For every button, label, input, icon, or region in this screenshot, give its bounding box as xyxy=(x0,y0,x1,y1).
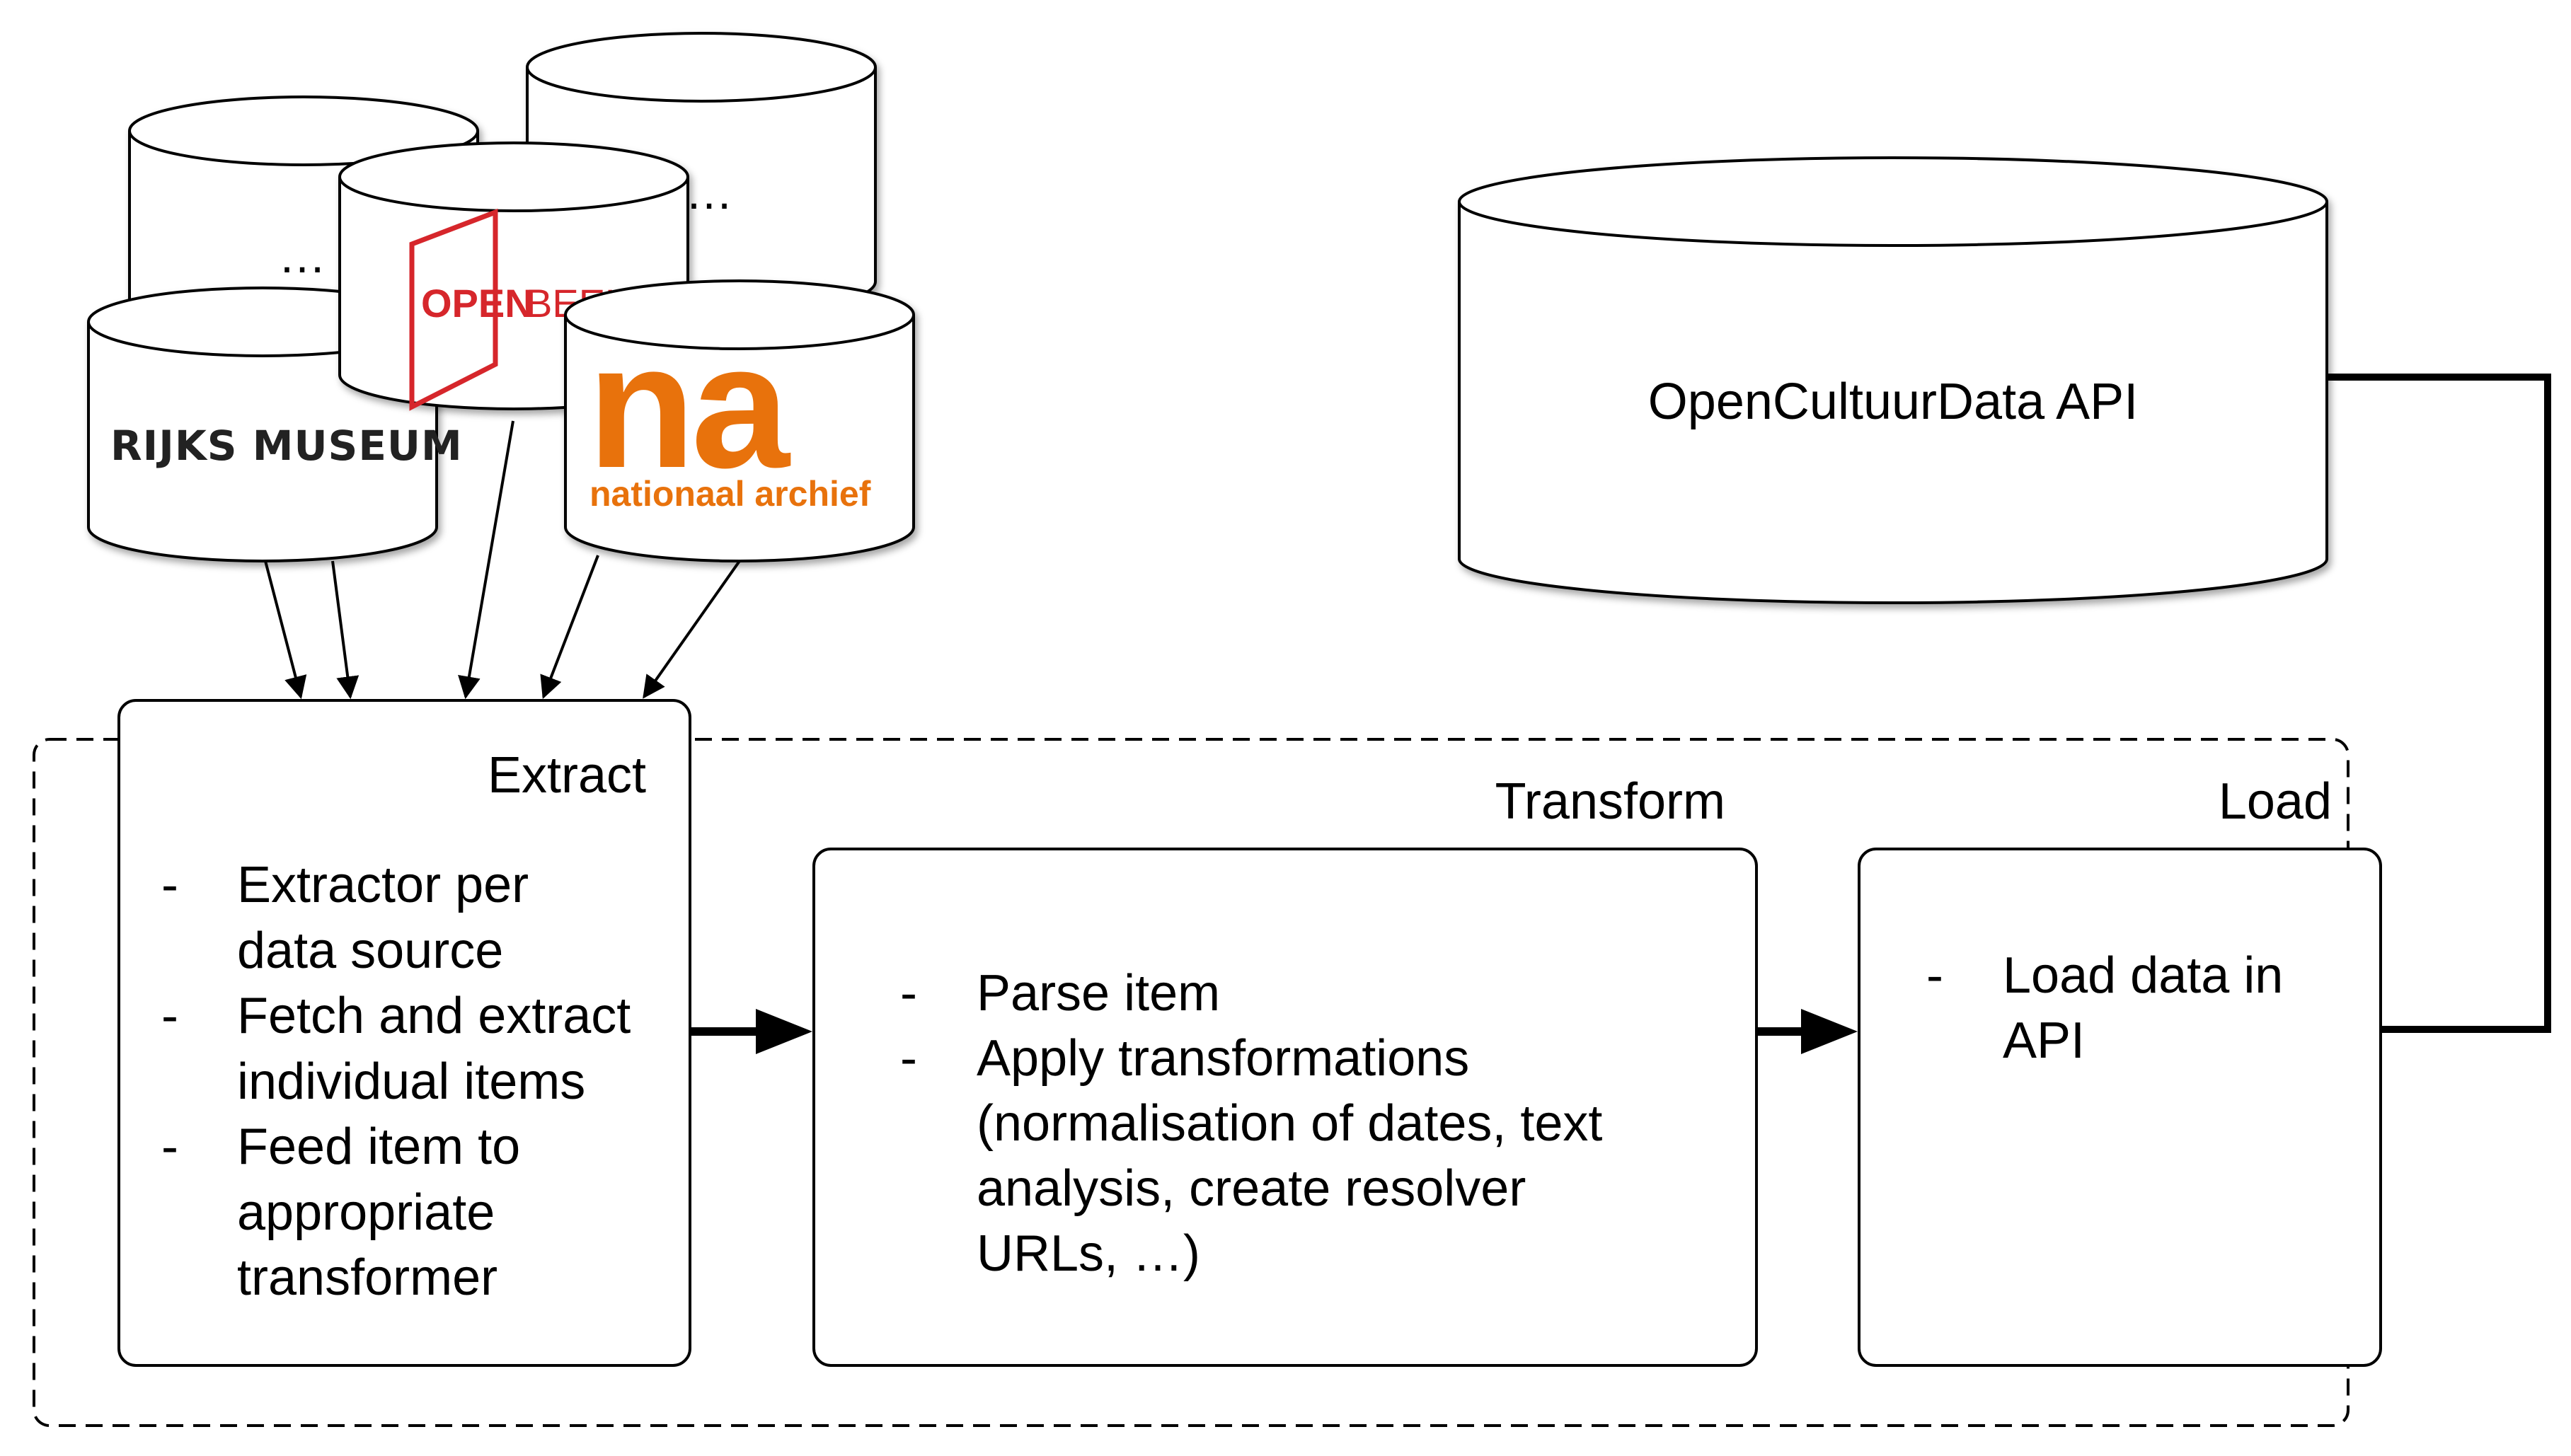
arrow-na-2 xyxy=(643,560,741,699)
nationaal-archief-mark: na xyxy=(587,307,791,504)
api-label: OpenCultuurData API xyxy=(1648,374,2138,430)
extract-list: - Extractor per data source - Fetch and … xyxy=(161,857,631,1306)
transform-item-line: URLs, …) xyxy=(977,1225,1200,1282)
arrow-na-1 xyxy=(540,555,599,699)
transform-item-line: analysis, create resolver xyxy=(977,1160,1526,1217)
load-item-line: API xyxy=(2003,1012,2085,1069)
arrow-openbeelden xyxy=(458,420,514,700)
extract-item-line: Feed item to xyxy=(237,1119,520,1175)
load-title: Load xyxy=(2219,773,2332,830)
source-arrows xyxy=(264,420,741,700)
connector-load-to-api xyxy=(2327,374,2551,1033)
arrow-transform-to-load xyxy=(1756,1009,1858,1054)
extract-bullet: - xyxy=(161,1119,178,1175)
transform-item-line: (normalisation of dates, text xyxy=(977,1095,1602,1152)
transform-title: Transform xyxy=(1495,773,1725,830)
extract-item-line: Fetch and extract xyxy=(237,988,631,1044)
api-db xyxy=(1458,156,2328,604)
etl-container xyxy=(33,738,2349,1427)
nationaal-archief-label: nationaal archief xyxy=(589,474,871,514)
more-sources-label-1: … xyxy=(278,229,326,283)
source-db-nationaal-archief xyxy=(564,279,915,562)
transform-item-line: Parse item xyxy=(977,965,1220,1022)
load-item-line: Load data in xyxy=(2003,947,2283,1004)
transform-bullet: - xyxy=(900,1030,917,1087)
load-box xyxy=(1858,848,2382,1367)
extract-bullet: - xyxy=(161,857,178,913)
rijksmuseum-logo: RIJKS MUSEUM xyxy=(110,422,463,470)
transform-bullet: - xyxy=(900,965,917,1022)
arrow-extract-to-transform xyxy=(690,1009,812,1054)
extract-item-line: appropriate xyxy=(237,1184,495,1241)
extract-item-line: transformer xyxy=(237,1249,497,1306)
extract-bullet: - xyxy=(161,988,178,1044)
load-list: - Load data in API xyxy=(1926,947,2283,1069)
arrow-rijks-1 xyxy=(264,560,307,700)
load-bullet: - xyxy=(1926,947,1943,1004)
arrow-rijks-2 xyxy=(331,560,360,700)
openbeelden-logo-bold: OPEN xyxy=(421,281,534,325)
transform-box xyxy=(812,848,1758,1367)
nationaal-archief-logo: na nationaal archief xyxy=(587,307,871,514)
more-sources-label-2: … xyxy=(685,166,733,219)
extract-item-line: Extractor per xyxy=(237,857,529,913)
transform-list: - Parse item - Apply transformations (no… xyxy=(900,965,1602,1282)
extract-item-line: data source xyxy=(237,923,503,979)
transform-item-line: Apply transformations xyxy=(977,1030,1469,1087)
extract-item-line: individual items xyxy=(237,1053,585,1110)
extract-title: Extract xyxy=(488,747,646,804)
